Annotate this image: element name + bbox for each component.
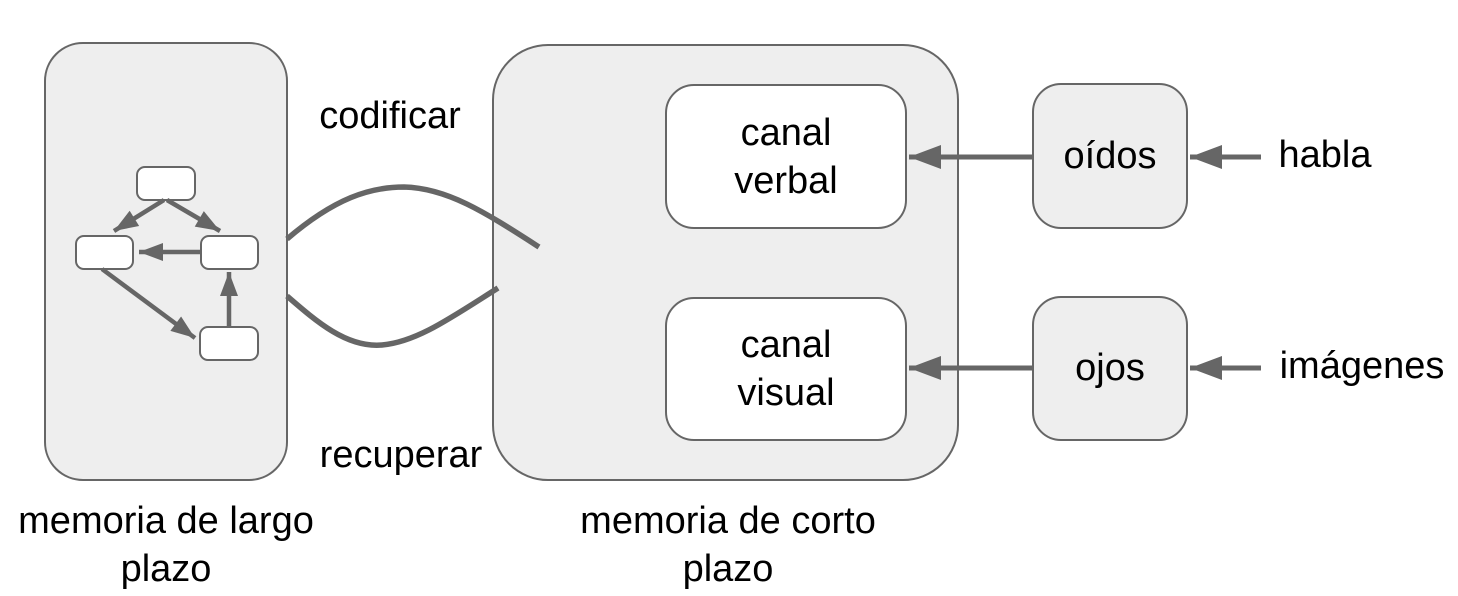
long-term-memory-label-line1: memoria de largo: [18, 500, 314, 542]
ears-label: oídos: [1063, 135, 1157, 177]
encode-curve: [285, 184, 541, 250]
speech-input-label: habla: [1278, 134, 1372, 176]
verbal-channel-box: [665, 84, 907, 229]
verbal-channel-label-line2: verbal: [734, 160, 838, 202]
retrieve-curve: [285, 285, 500, 348]
long-term-memory-box: [44, 42, 288, 481]
ltm-arrow-top-to-left: [112, 198, 166, 233]
ltm-node-bottom: [199, 326, 259, 361]
images-input-label: imágenes: [1279, 345, 1445, 387]
ltm-node-right: [200, 235, 259, 270]
ltm-node-left: [75, 235, 134, 270]
verbal-channel-label: canal verbal: [734, 109, 838, 205]
visual-channel-label-line1: canal: [740, 324, 832, 366]
visual-channel-label-line2: visual: [737, 372, 835, 414]
verbal-channel-label-line1: canal: [740, 112, 832, 154]
ltm-arrow-top-to-right: [165, 198, 222, 233]
ltm-arrow-left-to-bottom: [100, 267, 197, 340]
eyes-label: ojos: [1075, 347, 1145, 389]
short-term-memory-label-line1: memoria de corto: [580, 500, 876, 542]
short-term-memory-label: memoria de corto plazo: [580, 497, 876, 593]
long-term-memory-label-line2: plazo: [120, 548, 212, 590]
retrieve-label: recuperar: [319, 434, 483, 476]
encode-label: codificar: [319, 95, 461, 137]
short-term-memory-label-line2: plazo: [682, 548, 774, 590]
visual-channel-box: [665, 297, 907, 441]
long-term-memory-label: memoria de largo plazo: [18, 497, 314, 593]
ltm-node-top: [136, 166, 196, 201]
visual-channel-label: canal visual: [737, 321, 834, 417]
